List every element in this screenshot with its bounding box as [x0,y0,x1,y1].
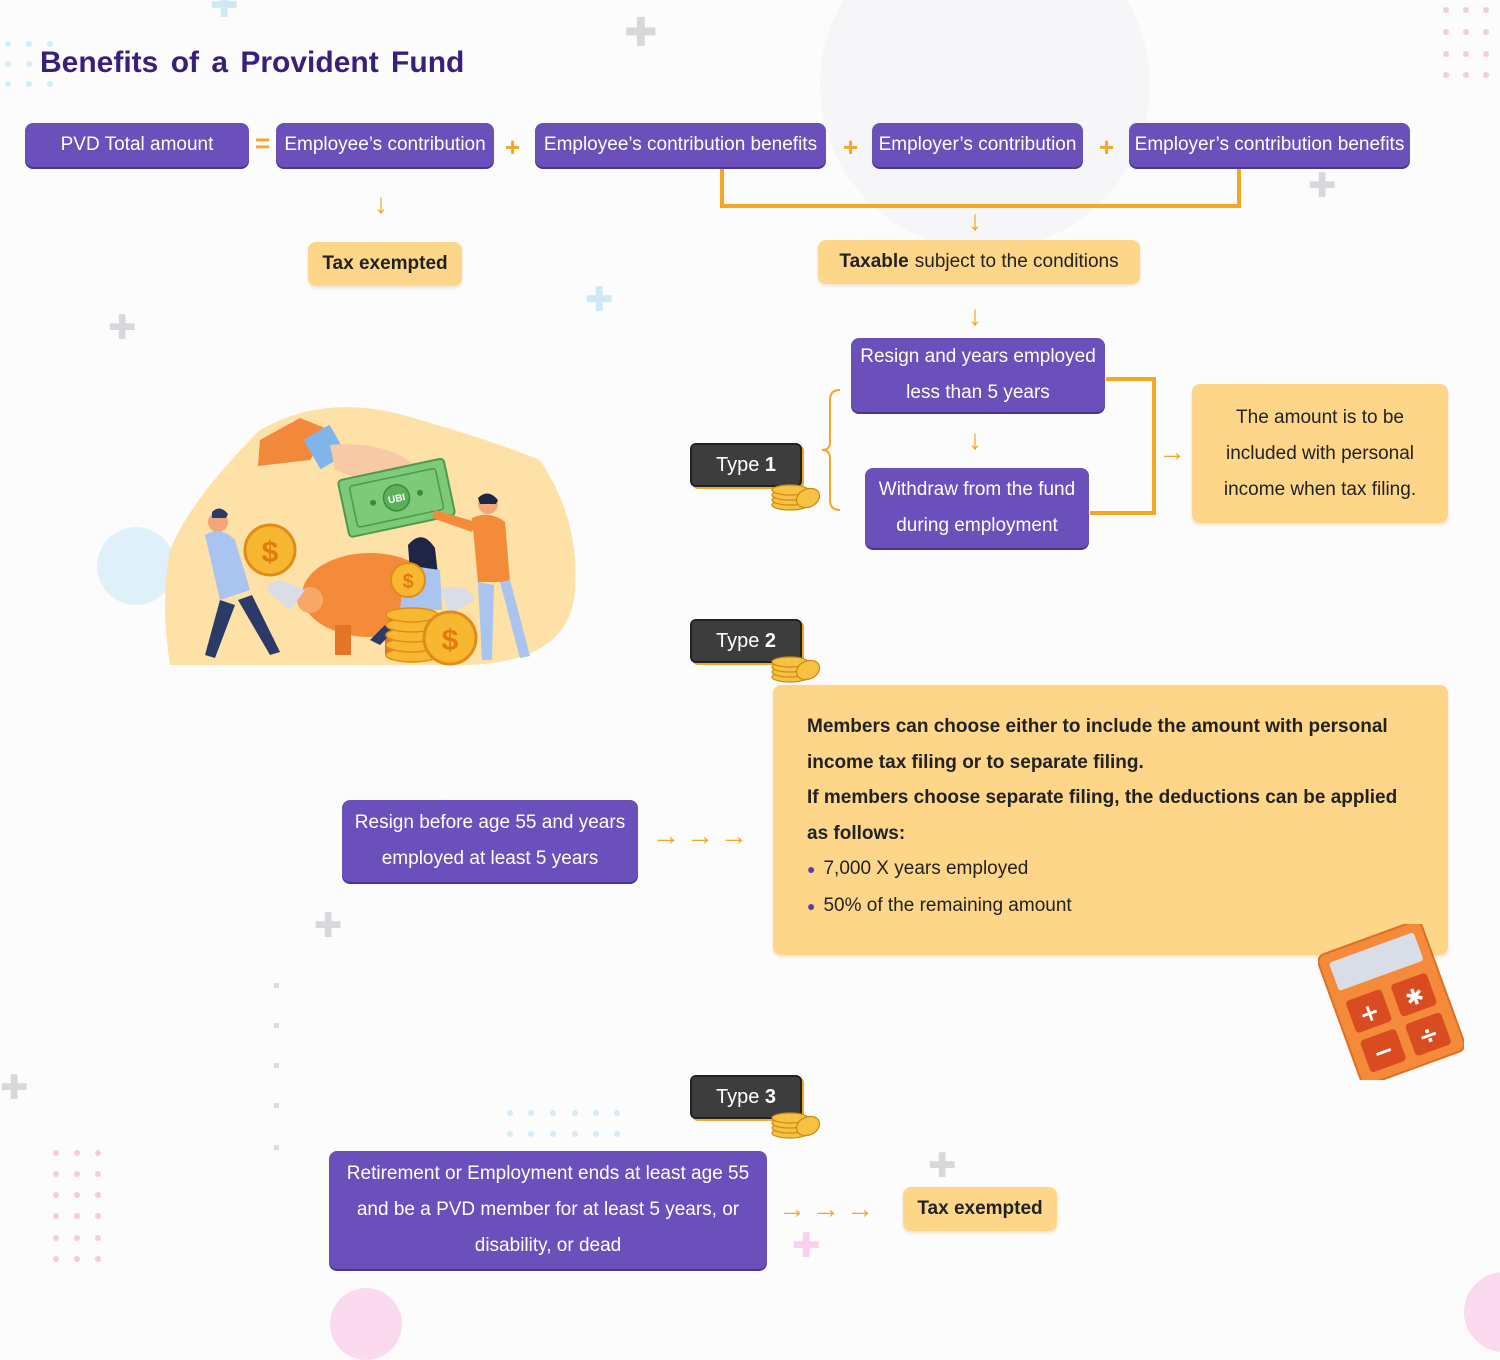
pvd-total-box: PVD Total amount [25,123,249,167]
employee-contribution-box: Employee’s contribution [276,123,494,167]
arrow-down-icon: ↓ [968,205,982,236]
plus-decor-icon: ✚ [108,309,137,347]
employer-contribution-benefits-box: Employer’s contribution benefits [1129,123,1410,167]
connector-line [1152,377,1156,515]
equals-sign: = [255,128,271,158]
bg-circle-blue [97,527,175,605]
type1-brace [821,389,841,511]
tax-exempted-top: Tax exempted [308,242,462,286]
savings-illustration: UBI $ $ $ [165,407,576,666]
type-number: 3 [764,1085,777,1108]
type3-result: Tax exempted [903,1187,1057,1231]
type2-bullet: ● 50% of the remaining amount [807,888,1418,925]
type2-badge: Type 2 [690,619,802,663]
taxable-rest: subject to the conditions [914,251,1119,272]
plus-sign: + [505,132,521,162]
type2-para2: If members choose separate filing, the d… [807,787,1398,844]
type1-condition-a: Resign and years employed less than 5 ye… [851,338,1105,412]
coins-icon [771,484,821,511]
type1-badge: Type 1 [690,443,802,487]
type-label: Type [715,1085,760,1108]
type-label: Type [715,629,760,652]
plus-decor-icon: ✚ [585,281,614,319]
employer-contribution-box: Employer’s contribution [872,123,1083,167]
connector-line [720,169,724,207]
arrow-right-icon: → [652,820,680,851]
connector-line [1090,511,1156,515]
type3-condition: Retirement or Employment ends at least a… [329,1151,767,1269]
calculator-icon: + ✱ − ÷ [1318,924,1464,1080]
type2-para1: Members can choose either to include the… [807,716,1388,773]
plus-decor-icon: ✚ [928,1147,957,1185]
banknote-text: UBI [387,492,406,506]
arrow-down-icon: ↓ [374,188,388,219]
type-number: 2 [764,629,777,652]
coin-symbol: $ [262,536,279,569]
plus-sign: + [1099,132,1115,162]
bullet-icon: ● [807,861,816,877]
connector-line [720,204,1241,208]
coins-icon [771,1112,821,1139]
arrow-right-icon: → [778,1193,806,1224]
type2-result-box: Members can choose either to include the… [773,685,1448,955]
plus-decor-icon: ✚ [0,1069,29,1107]
dot-grid-decor [5,7,1489,1262]
bullet-icon: ● [807,897,816,914]
bullet-text: 50% of the remaining amount [823,894,1072,916]
type1-condition-b: Withdraw from the fund during employment [865,468,1089,548]
plus-decor-icon: ✚ [1308,167,1337,205]
bullet-text: 7,000 X years employed [823,858,1029,879]
connector-line [1237,169,1241,207]
arrow-right-icon: → [1158,436,1186,467]
connector-line [1106,377,1156,381]
type-label: Type [715,453,760,476]
type-number: 1 [764,453,777,476]
arrow-down-icon: ↓ [968,300,982,331]
coin-symbol: $ [442,624,459,657]
plus-decor-icon: ✚ [792,1227,821,1265]
plus-decor-icon: ✚ [624,11,658,55]
coins-icon [771,656,821,683]
page-title: Benefits of a Provident Fund [40,46,465,79]
type1-result: The amount is to be included with person… [1192,384,1448,523]
employee-contribution-benefits-box: Employee’s contribution benefits [535,123,826,167]
type3-badge: Type 3 [690,1075,802,1119]
arrow-right-icon: → [812,1193,840,1224]
coin-symbol: $ [402,571,413,593]
plus-decor-icon: ✚ [210,0,239,25]
arrow-right-icon: → [720,820,748,851]
arrow-right-icon: → [686,820,714,851]
arrow-down-icon: ↓ [968,424,982,455]
arrow-right-icon: → [846,1193,874,1224]
type2-condition: Resign before age 55 and years employed … [342,800,638,882]
taxable-box: Taxable subject to the conditions [818,240,1140,284]
plus-decor-icon: ✚ [314,907,343,945]
type2-bullet: ● 7,000 X years employed [807,851,1418,888]
plus-sign: + [843,132,859,162]
taxable-bold: Taxable [839,251,909,272]
